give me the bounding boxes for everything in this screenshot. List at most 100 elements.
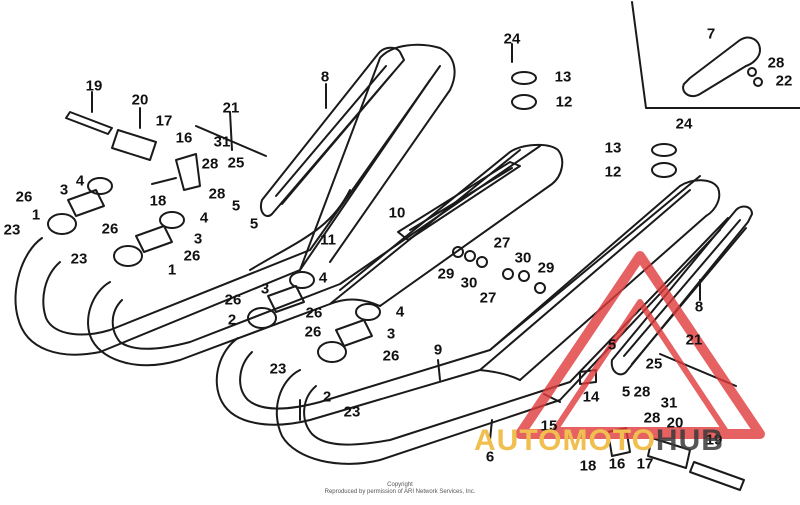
- copyright-line-1: Copyright: [387, 482, 413, 488]
- gasket-4-d: [355, 303, 381, 321]
- callout-17: 17: [155, 112, 173, 130]
- callout-5: 5: [249, 215, 259, 233]
- callout-4: 4: [395, 303, 405, 321]
- collar-1-b: [113, 245, 143, 267]
- callout-7: 7: [706, 25, 716, 43]
- callout-28: 28: [643, 409, 661, 427]
- callout-17: 17: [636, 455, 654, 473]
- heat-shield-lower: [610, 205, 753, 376]
- callout-23: 23: [70, 250, 88, 268]
- callout-18: 18: [579, 457, 597, 475]
- callout-13: 13: [604, 139, 622, 157]
- collar-2-a: [247, 307, 277, 329]
- inset-frame: [631, 1, 800, 109]
- callout-15: 15: [540, 417, 558, 435]
- muffler-1: [249, 43, 456, 271]
- flange-3-a: [67, 189, 105, 217]
- callout-28: 28: [208, 185, 226, 203]
- screw-28-inset: [747, 67, 757, 77]
- callout-2: 2: [322, 388, 332, 406]
- callout-25: 25: [645, 355, 663, 373]
- callout-26: 26: [305, 304, 323, 322]
- gasket-4-a: [87, 177, 113, 195]
- callout-23: 23: [343, 403, 361, 421]
- washer-29-b: [534, 282, 546, 294]
- callout-31: 31: [213, 133, 231, 151]
- flange-3-d: [335, 319, 373, 347]
- washer-29-a: [452, 246, 464, 258]
- nut-27-b: [502, 268, 514, 280]
- callout-5: 5: [607, 336, 617, 354]
- part-14: [579, 369, 597, 385]
- copyright-notice: Copyright Reproduced by permission of AR…: [325, 482, 476, 496]
- callout-4: 4: [75, 172, 85, 190]
- watermark-part-2: TO: [612, 424, 656, 457]
- callout-11: 11: [320, 231, 336, 249]
- callout-3: 3: [193, 230, 203, 248]
- callout-28: 28: [633, 383, 651, 401]
- callout-4: 4: [318, 269, 328, 287]
- washer-30-a: [464, 250, 476, 262]
- callout-26: 26: [304, 323, 322, 341]
- callout-26: 26: [101, 220, 119, 238]
- callout-5: 5: [621, 383, 631, 401]
- callout-26: 26: [224, 291, 242, 309]
- callout-3: 3: [386, 325, 396, 343]
- callout-13: 13: [554, 68, 572, 86]
- callout-30: 30: [460, 274, 478, 292]
- screw-22-inset: [753, 77, 763, 87]
- bracket-16-left: [175, 153, 201, 191]
- callout-2: 2: [227, 311, 237, 329]
- peg-shaft-19-right: [689, 461, 745, 491]
- callout-19: 19: [85, 77, 103, 95]
- ring-12-upper: [511, 94, 537, 110]
- callout-25: 25: [227, 154, 245, 172]
- callout-22: 22: [775, 72, 793, 90]
- callout-8: 8: [320, 68, 330, 86]
- callout-30: 30: [514, 249, 532, 267]
- heat-shield-10: [397, 161, 521, 241]
- clamp-13-upper: [511, 71, 537, 85]
- gasket-4-b: [159, 211, 185, 229]
- callout-21: 21: [222, 99, 240, 117]
- callout-29: 29: [437, 265, 455, 283]
- ring-12-lower: [651, 162, 677, 178]
- watermark-part-3: HUB: [655, 424, 724, 457]
- callout-26: 26: [15, 188, 33, 206]
- callout-28: 28: [201, 155, 219, 173]
- watermark-text: AUTOMOTOHUB: [474, 424, 724, 458]
- leader-21a: [229, 111, 233, 151]
- callout-23: 23: [269, 360, 287, 378]
- callout-26: 26: [382, 347, 400, 365]
- callout-1: 1: [31, 206, 41, 224]
- callout-24: 24: [675, 115, 693, 133]
- callout-12: 12: [604, 163, 622, 181]
- callout-19: 19: [705, 431, 723, 449]
- muffler-3: [479, 179, 721, 381]
- flange-3-b: [135, 225, 173, 253]
- callout-20: 20: [666, 414, 684, 432]
- exhaust-pipe-2: [87, 145, 541, 367]
- exhaust-pipe-4: [275, 217, 729, 465]
- callout-6: 6: [485, 448, 495, 466]
- callout-26: 26: [183, 247, 201, 265]
- copyright-line-2: Reproduced by permission of ARI Network …: [324, 488, 476, 495]
- callout-14: 14: [582, 388, 600, 406]
- exhaust-pipe-1: [14, 65, 441, 356]
- leader-6: [489, 419, 493, 441]
- washer-30-b: [518, 270, 530, 282]
- callout-1: 1: [167, 261, 177, 279]
- clamp-13-lower: [651, 143, 677, 157]
- callout-12: 12: [555, 93, 573, 111]
- exhaust-pipe-3: [215, 175, 701, 426]
- collar-1-a: [47, 213, 77, 235]
- callout-29: 29: [537, 259, 555, 277]
- flange-3-c: [267, 285, 305, 313]
- heat-shield-upper: [260, 46, 405, 218]
- callout-16: 16: [175, 129, 193, 147]
- watermark-logo: [515, 251, 765, 439]
- nut-27-a: [476, 256, 488, 268]
- callout-24: 24: [503, 30, 521, 48]
